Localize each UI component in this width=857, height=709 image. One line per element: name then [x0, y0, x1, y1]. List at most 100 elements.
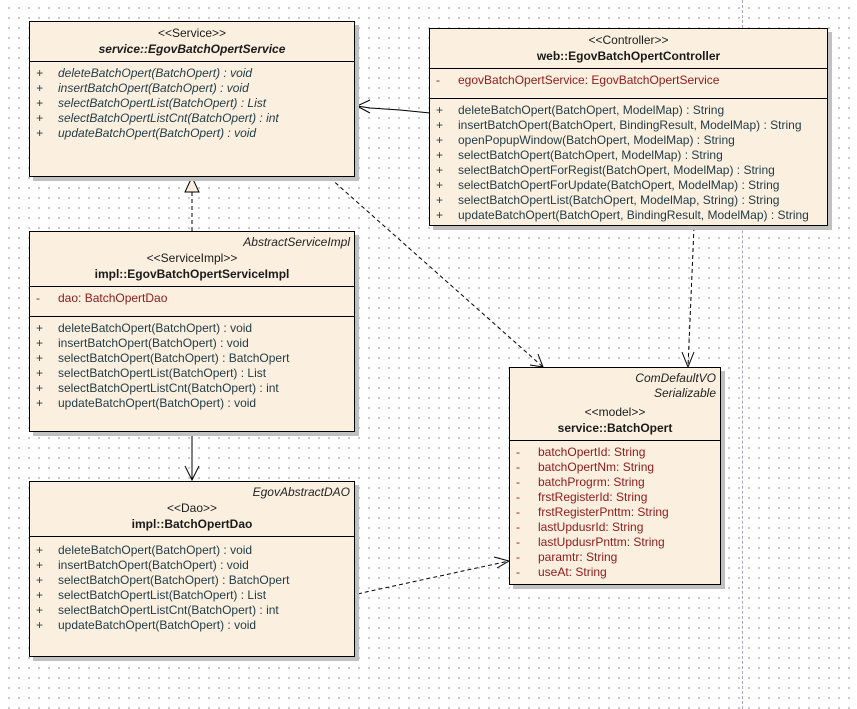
- operation-row[interactable]: +selectBatchOpert(BatchOpert) : BatchOpe…: [34, 351, 350, 366]
- attribute-row[interactable]: - batchOpertNm: String: [514, 460, 716, 475]
- operation-row[interactable]: + deleteBatchOpert(BatchOpert) : void: [34, 321, 350, 336]
- operation-row[interactable]: + selectBatchOpertList(BatchOpert, ModelM…: [434, 193, 823, 208]
- attribute-row[interactable]: -batchOpertId: String: [514, 445, 716, 460]
- visibility-marker: +: [436, 103, 444, 117]
- visibility-marker: +: [36, 111, 44, 125]
- attribute-row[interactable]: -batchProgrm: String: [514, 475, 716, 490]
- realization-serviceimpl-to-service[interactable]: [184, 175, 200, 231]
- visibility-marker: +: [436, 208, 444, 222]
- class-header: <<Service>> service::EgovBatchOpertServi…: [30, 22, 354, 62]
- operations-compartment: +deleteBatchOpert(BatchOpert) : void+ins…: [30, 62, 354, 145]
- operation-signature: selectBatchOpertList(BatchOpert) : List: [58, 96, 267, 110]
- association-serviceimpl-to-dao[interactable]: [184, 433, 200, 482]
- operation-row[interactable]: + selectBatchOpertForRegist(BatchOpert, M…: [434, 163, 823, 178]
- attribute-signature: frstRegisterId: String: [538, 490, 648, 504]
- visibility-marker: +: [436, 133, 444, 147]
- operation-row[interactable]: +insertBatchOpert(BatchOpert) : void: [34, 558, 350, 573]
- attribute-signature: egovBatchOpertService: EgovBatchOpertSer…: [458, 73, 720, 87]
- visibility-marker: -: [516, 520, 520, 534]
- attribute-row[interactable]: -frstRegisterPnttm: String: [514, 505, 716, 520]
- operation-row[interactable]: +updateBatchOpert(BatchOpert) : void: [34, 396, 350, 411]
- visibility-marker: +: [36, 321, 44, 335]
- operation-signature: deleteBatchOpert(BatchOpert) : void: [58, 321, 253, 335]
- stereotype-label: <<Service>>: [157, 26, 227, 40]
- operation-row[interactable]: + insertBatchOpert(BatchOpert) : void: [34, 336, 350, 351]
- operation-signature: openPopupWindow(BatchOpert, ModelMap) : …: [458, 133, 735, 147]
- visibility-marker: +: [436, 178, 444, 192]
- visibility-marker: +: [36, 366, 44, 380]
- attribute-signature: useAt: String: [538, 565, 607, 579]
- attribute-row[interactable]: -dao: BatchOpertDao: [34, 291, 350, 306]
- class-egov-batch-opert-controller[interactable]: <<Controller>> web::EgovBatchOpertContro…: [429, 28, 828, 226]
- operation-row[interactable]: +selectBatchOpertListCnt(BatchOpert) : i…: [34, 111, 350, 126]
- visibility-marker: -: [436, 73, 440, 87]
- operation-signature: insertBatchOpert(BatchOpert) : void: [58, 336, 249, 350]
- attribute-signature: batchOpertNm: String: [538, 460, 655, 474]
- operation-row[interactable]: +selectBatchOpertListCnt(BatchOpert) : i…: [34, 603, 350, 618]
- attribute-row[interactable]: - frstRegisterId: String: [514, 490, 716, 505]
- visibility-marker: +: [36, 66, 44, 80]
- visibility-marker: -: [516, 535, 520, 549]
- visibility-marker: +: [36, 336, 44, 350]
- attribute-row[interactable]: - useAt: String: [514, 565, 716, 580]
- operation-row[interactable]: + openPopupWindow(BatchOpert, ModelMap) :…: [434, 133, 823, 148]
- operation-signature: selectBatchOpertForRegist(BatchOpert, Mo…: [458, 163, 775, 177]
- class-egov-batch-opert-service[interactable]: <<Service>> service::EgovBatchOpertServi…: [29, 21, 355, 177]
- visibility-marker: +: [36, 588, 44, 602]
- operation-row[interactable]: +deleteBatchOpert(BatchOpert) : void: [34, 543, 350, 558]
- operation-row[interactable]: +selectBatchOpertListCnt(BatchOpert) : i…: [34, 381, 350, 396]
- association-controller-to-service[interactable]: [355, 99, 431, 114]
- attribute-signature: paramtr: String: [538, 550, 618, 564]
- class-egov-batch-opert-service-impl[interactable]: AbstractServiceImpl <<ServiceImpl>> impl…: [29, 231, 355, 432]
- attribute-row[interactable]: -paramtr: String: [514, 550, 716, 565]
- operation-signature: selectBatchOpertList(BatchOpert, ModelMa…: [458, 193, 780, 207]
- operation-signature: insertBatchOpert(BatchOpert) : void: [58, 81, 249, 95]
- visibility-marker: -: [516, 445, 520, 459]
- operation-signature: selectBatchOpertForUpdate(BatchOpert, Mo…: [458, 178, 780, 192]
- open-arrow-icon: [493, 556, 511, 569]
- operation-row[interactable]: + insertBatchOpert(BatchOpert) : void: [34, 81, 350, 96]
- class-header: EgovAbstractDAO <<Dao>> impl::BatchOpert…: [30, 482, 354, 537]
- attribute-row[interactable]: -lastUpdusrId: String: [514, 520, 716, 535]
- visibility-marker: +: [36, 81, 44, 95]
- operation-row[interactable]: +updateBatchOpert(BatchOpert, BindingRes…: [434, 208, 823, 223]
- attribute-row[interactable]: - lastUpdusrPnttm: String: [514, 535, 716, 550]
- attribute-signature: lastUpdusrPnttm: String: [538, 535, 665, 549]
- attribute-signature: frstRegisterPnttm: String: [538, 505, 669, 519]
- class-name: service::BatchOpert: [557, 421, 673, 435]
- visibility-marker: +: [36, 543, 44, 557]
- visibility-marker: +: [36, 603, 44, 617]
- visibility-marker: +: [436, 193, 444, 207]
- operation-signature: updateBatchOpert(BatchOpert) : void: [58, 618, 257, 632]
- operation-signature: selectBatchOpert(BatchOpert, ModelMap) :…: [458, 148, 723, 162]
- operation-row[interactable]: +selectBatchOpertList(BatchOpert) : List: [34, 96, 350, 111]
- operation-row[interactable]: +updateBatchOpert(BatchOpert) : void: [34, 618, 350, 633]
- visibility-marker: +: [36, 351, 44, 365]
- operation-row[interactable]: +selectBatchOpert(BatchOpert) : BatchOpe…: [34, 573, 350, 588]
- visibility-marker: -: [516, 565, 520, 579]
- operation-signature: insertBatchOpert(BatchOpert) : void: [58, 558, 249, 572]
- dependency-dao-to-model[interactable]: [357, 556, 511, 595]
- visibility-marker: +: [36, 381, 44, 395]
- operation-row[interactable]: +deleteBatchOpert(BatchOpert, ModelMap) …: [434, 103, 823, 118]
- attributes-compartment: -batchOpertId: String-batchOpertNm: Stri…: [510, 441, 720, 584]
- operation-row[interactable]: +selectBatchOpert(BatchOpert, ModelMap) …: [434, 148, 823, 163]
- dependency-controller-to-model[interactable]: [681, 226, 695, 369]
- operation-row[interactable]: +deleteBatchOpert(BatchOpert) : void: [34, 66, 350, 81]
- operation-row[interactable]: + selectBatchOpertForUpdate(BatchOpert, M…: [434, 178, 823, 193]
- operation-row[interactable]: +insertBatchOpert(BatchOpert, BindingRes…: [434, 118, 823, 133]
- operation-row[interactable]: + updateBatchOpert(BatchOpert) : void: [34, 126, 350, 141]
- operation-row[interactable]: +selectBatchOpertList(BatchOpert) : List: [34, 366, 350, 381]
- attribute-row[interactable]: - egovBatchOpertService: EgovBatchOpertSe…: [434, 73, 823, 88]
- visibility-marker: +: [436, 163, 444, 177]
- operation-row[interactable]: +selectBatchOpertList(BatchOpert) : List: [34, 588, 350, 603]
- visibility-marker: -: [516, 490, 520, 504]
- hollow-triangle-icon: [184, 175, 200, 193]
- visibility-marker: +: [36, 126, 44, 140]
- visibility-marker: -: [516, 460, 520, 474]
- operations-compartment: +deleteBatchOpert(BatchOpert) : void+ins…: [30, 537, 354, 637]
- class-batch-opert-dao[interactable]: EgovAbstractDAO <<Dao>> impl::BatchOpert…: [29, 481, 355, 657]
- operation-signature: updateBatchOpert(BatchOpert) : void: [58, 126, 257, 140]
- operations-compartment: +deleteBatchOpert(BatchOpert, ModelMap) …: [430, 99, 827, 227]
- class-batch-opert-model[interactable]: ComDefaultVO Serializable <<model>> serv…: [509, 367, 721, 585]
